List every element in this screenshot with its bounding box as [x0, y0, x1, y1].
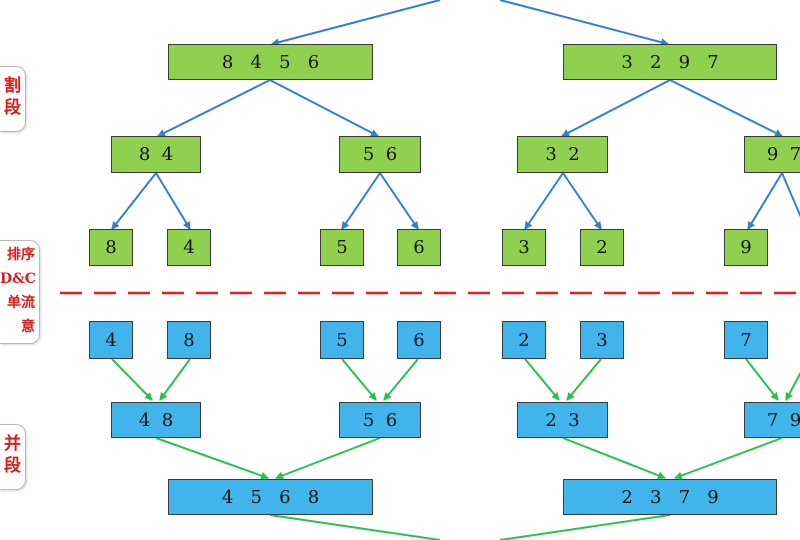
- merge-arrow: [499, 514, 671, 540]
- divide-level2-box: 8 4: [111, 136, 201, 173]
- merge-level3-box: 2 3 7 9: [563, 479, 777, 515]
- divide-arrow: [499, 0, 669, 47]
- side-label-line: 排序: [7, 247, 35, 263]
- divide-arrow: [561, 79, 671, 137]
- merge-level1-box: 3: [580, 321, 624, 359]
- side-label-divide-phase: 割 段: [0, 66, 26, 132]
- side-label-line: 意: [21, 319, 35, 335]
- side-label-line: 段: [4, 98, 21, 118]
- merge-arrow: [111, 358, 153, 401]
- divide-arrow: [669, 79, 783, 137]
- side-label-line: 段: [4, 456, 21, 476]
- merge-arrow: [745, 358, 779, 401]
- merge-level1-box: 7: [724, 321, 768, 359]
- merge-arrow: [785, 371, 800, 401]
- divide-level2-box: 9 7: [744, 136, 800, 173]
- divide-arrow: [341, 172, 381, 230]
- merge-arrow: [269, 514, 441, 540]
- merge-level2-box: 7 9: [744, 402, 800, 438]
- merge-level3-box: 4 5 6 8: [168, 479, 373, 515]
- divide-arrow: [562, 172, 602, 230]
- side-label-line: D&C: [0, 271, 36, 287]
- merge-arrow: [383, 358, 419, 401]
- divide-arrow: [379, 172, 419, 230]
- merge-arrow: [159, 358, 191, 401]
- merge-arrow: [341, 358, 377, 401]
- divide-arrow: [747, 172, 783, 230]
- merge-level1-box: 8: [167, 321, 211, 359]
- side-label-merge-phase: 并 段: [0, 424, 26, 490]
- divide-arrow: [111, 172, 157, 230]
- merge-arrow: [524, 358, 560, 401]
- merge-level2-box: 2 3: [517, 402, 608, 438]
- side-label-title: 排序 D&C 单流 意: [0, 240, 40, 344]
- divide-arrow: [781, 172, 800, 230]
- merge-arrow: [155, 437, 269, 480]
- side-label-line: 并: [4, 434, 21, 454]
- divide-level1-box: 8 4 5 6: [168, 44, 373, 80]
- merge-arrow: [566, 358, 602, 401]
- divide-level1-box: 3 2 9 7: [563, 44, 777, 80]
- divide-arrow: [524, 172, 564, 230]
- merge-level2-box: 5 6: [339, 402, 421, 438]
- merge-arrow: [562, 437, 666, 480]
- divide-level2-box: 5 6: [339, 136, 421, 173]
- merge-arrow: [275, 437, 381, 480]
- divide-level3-box: 4: [167, 229, 211, 266]
- divide-level3-box: 5: [320, 229, 364, 266]
- divide-arrow: [271, 0, 441, 47]
- merge-level1-box: 6: [397, 321, 441, 359]
- divide-level3-box: 2: [580, 229, 624, 266]
- divide-level3-box: 8: [89, 229, 133, 266]
- divide-arrow: [155, 172, 191, 230]
- side-label-line: 割: [4, 76, 21, 96]
- divide-level3-box: 9: [724, 229, 768, 266]
- merge-arrow: [674, 437, 783, 480]
- merge-level1-box: 4: [89, 321, 133, 359]
- divide-arrow: [157, 79, 271, 137]
- divide-level3-box: 6: [397, 229, 441, 266]
- merge-level2-box: 4 8: [111, 402, 201, 438]
- merge-level1-box: 5: [320, 321, 364, 359]
- side-label-line: 单流: [7, 295, 35, 311]
- divide-level2-box: 3 2: [517, 136, 608, 173]
- divide-level3-box: 3: [502, 229, 546, 266]
- merge-level1-box: 2: [502, 321, 546, 359]
- divide-arrow: [269, 79, 379, 137]
